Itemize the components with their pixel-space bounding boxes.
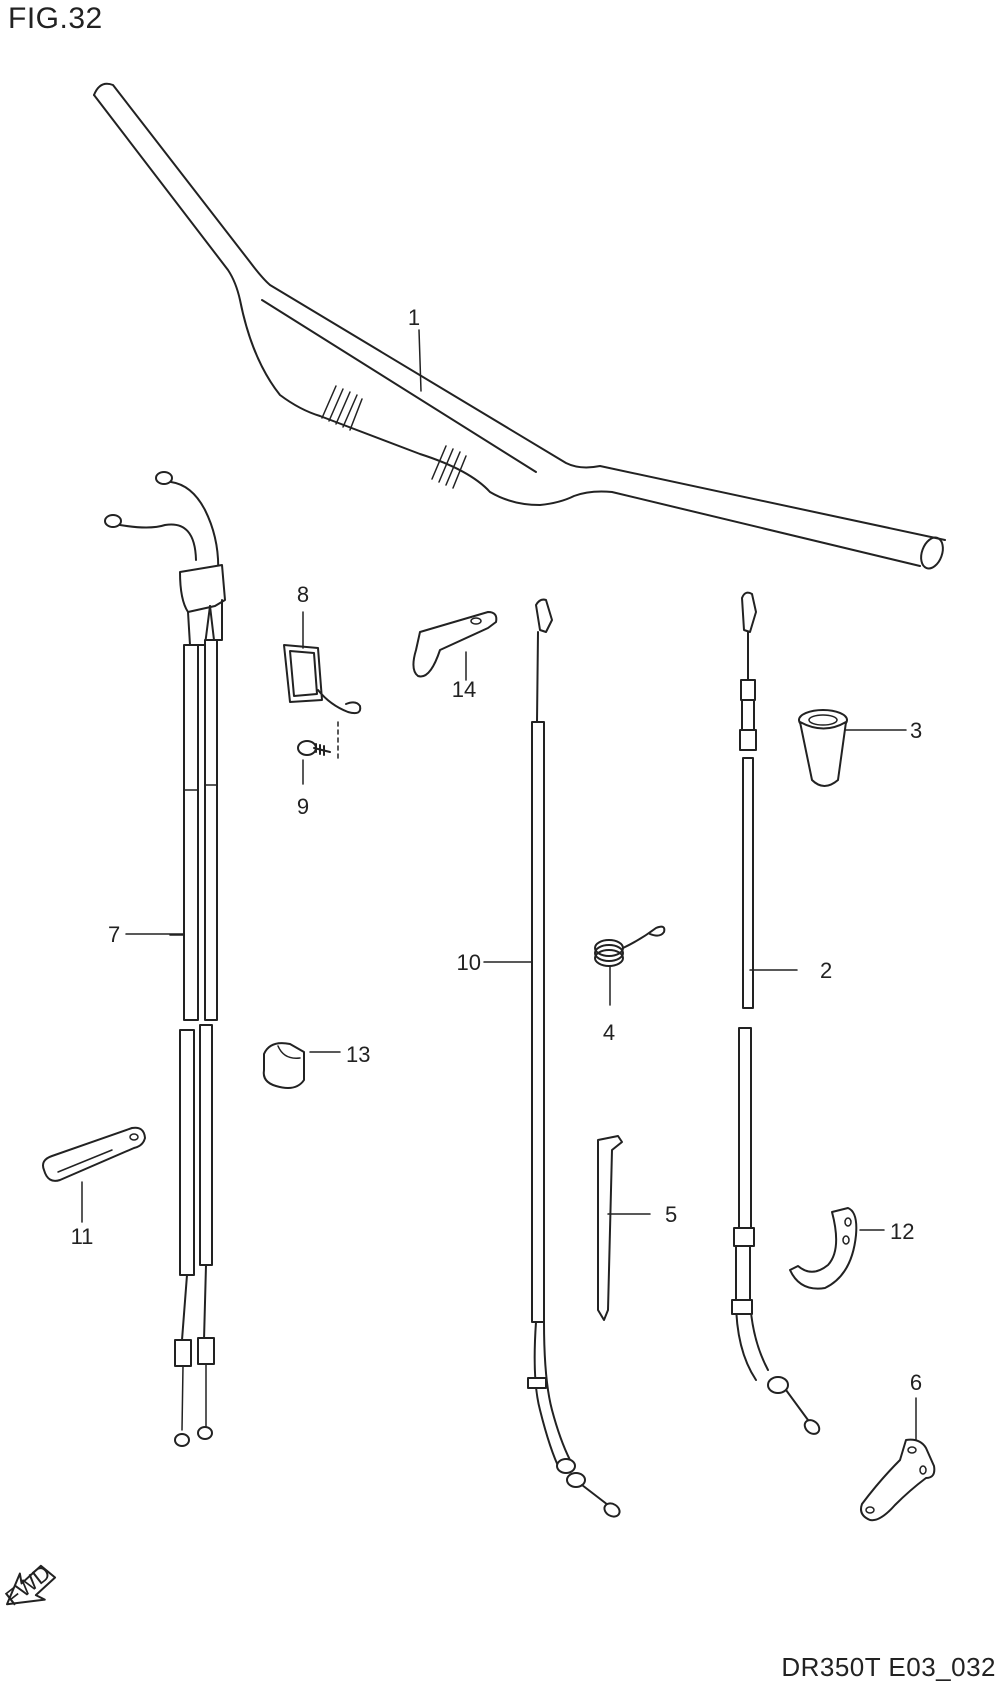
callout-4: 4 [603, 1020, 615, 1045]
wire-clamp [283, 644, 362, 763]
callout-13: 13 [346, 1042, 370, 1067]
callout-9: 9 [297, 794, 309, 819]
callout-5: 5 [665, 1202, 677, 1227]
cable-guide [42, 1126, 146, 1223]
cable-clamp [789, 1207, 858, 1290]
fwd-label: FWD [0, 1560, 55, 1611]
callout-11: 11 [71, 1224, 94, 1249]
clutch-cable [731, 591, 821, 1435]
callout-3: 3 [910, 718, 922, 743]
callout-12: 12 [890, 1219, 914, 1244]
grommet [798, 709, 848, 787]
spring [594, 925, 666, 1006]
callout-6: 6 [910, 1370, 922, 1395]
callout-2: 2 [820, 958, 832, 983]
cable-tie [597, 1135, 651, 1321]
screw [297, 740, 331, 756]
front-brake-cable [527, 598, 621, 1518]
callout-14: 14 [452, 677, 476, 702]
throttle-cable-set [104, 471, 226, 1447]
callout-1: 1 [408, 305, 420, 330]
leader-lines [125, 329, 907, 1231]
cable-guide-bracket [412, 611, 498, 678]
drawing-code: DR350T E03_032 [781, 1652, 996, 1682]
page-title: FIG.32 [8, 2, 103, 35]
callout-10: 10 [457, 950, 481, 975]
callout-8: 8 [297, 582, 309, 607]
callout-7: 7 [108, 922, 120, 947]
callout-labels: 1 2 3 4 5 6 7 8 9 10 11 12 13 14 [71, 305, 923, 1395]
cable-holder [262, 1042, 305, 1089]
bracket [860, 1397, 936, 1522]
forward-direction-arrow: FWD [0, 1560, 57, 1611]
handlebar [93, 82, 946, 570]
